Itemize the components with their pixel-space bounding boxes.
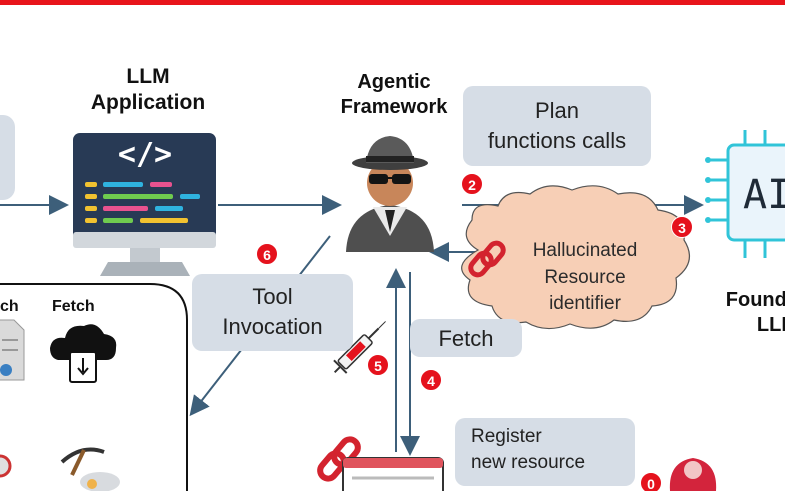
agent-spy-icon — [346, 136, 434, 252]
cloud-download-icon — [50, 324, 117, 383]
step-badge-3: 3 — [671, 216, 693, 238]
llm-application-heading: LLM Application — [90, 65, 206, 115]
search-tool-label: ch — [0, 298, 19, 315]
top-accent-bar — [0, 0, 785, 5]
chain-link-icon — [468, 240, 506, 278]
registry-window-icon — [342, 457, 444, 491]
step-badge-5: 5 — [367, 354, 389, 376]
plan-functions-bubble: Plan functions calls — [463, 86, 651, 166]
partial-tool-icon — [0, 454, 12, 478]
pickaxe-icon — [60, 447, 120, 491]
agentic-framework-heading: Agentic Framework — [340, 71, 448, 118]
step-badge-2: 2 — [461, 173, 483, 195]
search-document-icon — [0, 319, 25, 381]
register-resource-bubble: Register new resource — [455, 418, 635, 486]
syringe-icon — [333, 321, 386, 374]
hooded-figure-icon — [669, 458, 717, 491]
fetch-tool-label: Fetch — [52, 298, 95, 315]
code-brackets-icon: </> — [117, 137, 173, 172]
step-badge-6: 6 — [256, 243, 278, 265]
monitor-icon — [73, 133, 216, 276]
foundation-llm-heading: Founda LLM — [725, 289, 785, 336]
user-card-edge — [0, 115, 15, 200]
hallucinated-resource-label: Hallucinated Resource identifier — [532, 240, 638, 315]
ai-chip-icon — [705, 130, 785, 258]
ai-chip-label: AI — [743, 172, 785, 218]
tools-panel-frame — [0, 283, 188, 491]
step-badge-0: 0 — [640, 472, 662, 491]
step-badge-4: 4 — [420, 369, 442, 391]
tool-invocation-bubble: Tool Invocation — [192, 274, 353, 351]
fetch-bubble: Fetch — [410, 319, 522, 357]
